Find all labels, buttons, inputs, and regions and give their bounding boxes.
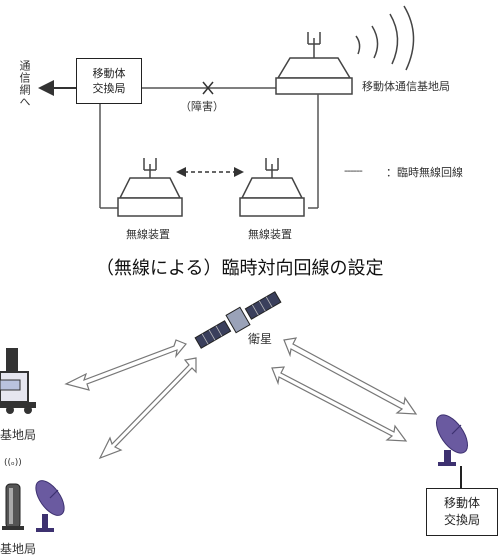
fault-label: （障害） <box>180 100 224 113</box>
legend-dashes: ------ <box>344 164 363 177</box>
switch-center-box-top: 移動体 交換局 <box>76 58 142 104</box>
double-arrow-to-switch-lower <box>271 366 408 442</box>
radio-left-label: 無線装置 <box>126 228 170 241</box>
base-station-vehicle-icon <box>0 348 36 414</box>
radio-right-icon <box>239 158 305 217</box>
switch-bottom-label-1: 移動体 <box>443 496 480 510</box>
network-label: 通信網へ <box>18 60 31 108</box>
base-station-upper-label: 基地局 <box>0 428 37 442</box>
antenna-tower-icon <box>2 483 24 530</box>
signal-label: ((ₒ)) <box>4 458 22 468</box>
double-arrow-to-switch-upper <box>283 337 418 415</box>
switch-bottom-label-2: 交換局 <box>443 513 480 527</box>
double-arrow-to-ground-dish <box>98 357 197 460</box>
radio-waves-icon <box>355 5 415 71</box>
switch-top-label-2: 交換局 <box>92 82 126 95</box>
temporary-radio-link <box>176 167 244 177</box>
base-station-lower-label: 基地局 <box>0 542 37 556</box>
base-station-top-label: 移動体通信基地局 <box>362 80 450 93</box>
legend-label: ：臨時無線回線 <box>386 166 463 179</box>
ground-dish-right-icon <box>435 414 469 466</box>
switch-top-label-1: 移動体 <box>92 67 126 80</box>
ground-dish-left-icon <box>35 480 65 532</box>
switch-center-box-bottom: 移動体 交換局 <box>426 488 498 536</box>
satellite-label: 衛星 <box>248 332 273 346</box>
diagram-caption: （無線による）臨時対向回線の設定 <box>96 258 384 279</box>
fault-mark-icon <box>202 81 214 95</box>
radio-right-label: 無線装置 <box>248 228 292 241</box>
base-station-icon <box>275 32 353 95</box>
radio-left-icon <box>117 158 183 217</box>
satellite-icon <box>194 291 282 349</box>
double-arrow-to-base-station <box>64 339 187 391</box>
